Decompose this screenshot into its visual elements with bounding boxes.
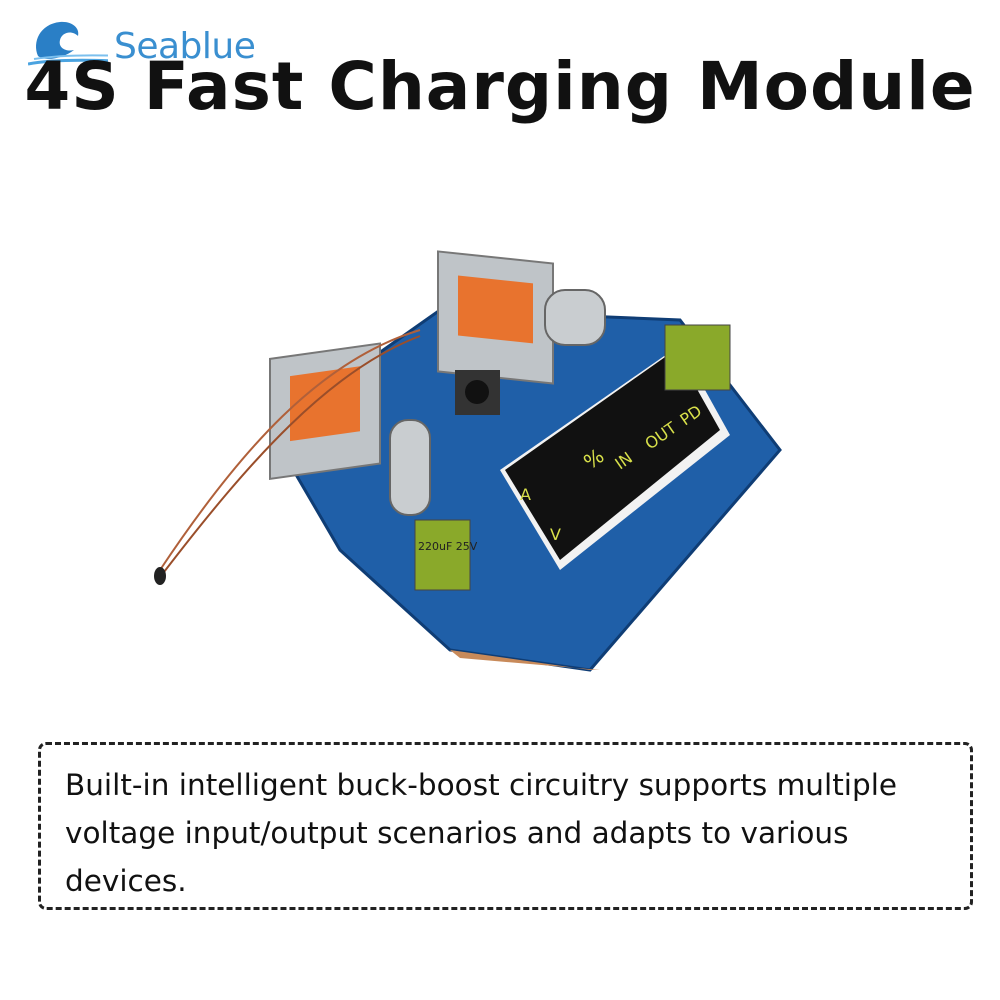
capacitor [414, 519, 471, 591]
led-display: % IN OUT PD A V [500, 345, 730, 570]
svg-text:220uF 25V: 220uF 25V [418, 540, 478, 553]
thermistor [154, 567, 166, 585]
usb-c-port-left [389, 419, 431, 516]
description-box: Built-in intelligent buck-boost circuitr… [38, 742, 973, 910]
usb-c-port-top [544, 289, 606, 346]
page-title: 4S Fast Charging Module [24, 48, 976, 125]
brand-name: Seablue [114, 26, 256, 67]
svg-text:V: V [550, 525, 561, 544]
svg-text:A: A [520, 485, 531, 504]
thermistor-wire [159, 329, 421, 571]
usb-a-port-top [437, 250, 554, 385]
charging-module-image: % IN OUT PD A V 220uF 25V [154, 250, 782, 672]
description-text: Built-in intelligent buck-boost circuitr… [65, 768, 898, 898]
usb-a-port-left [269, 342, 381, 481]
brand-logo: Seablue [27, 12, 268, 72]
capacitor [664, 324, 731, 391]
